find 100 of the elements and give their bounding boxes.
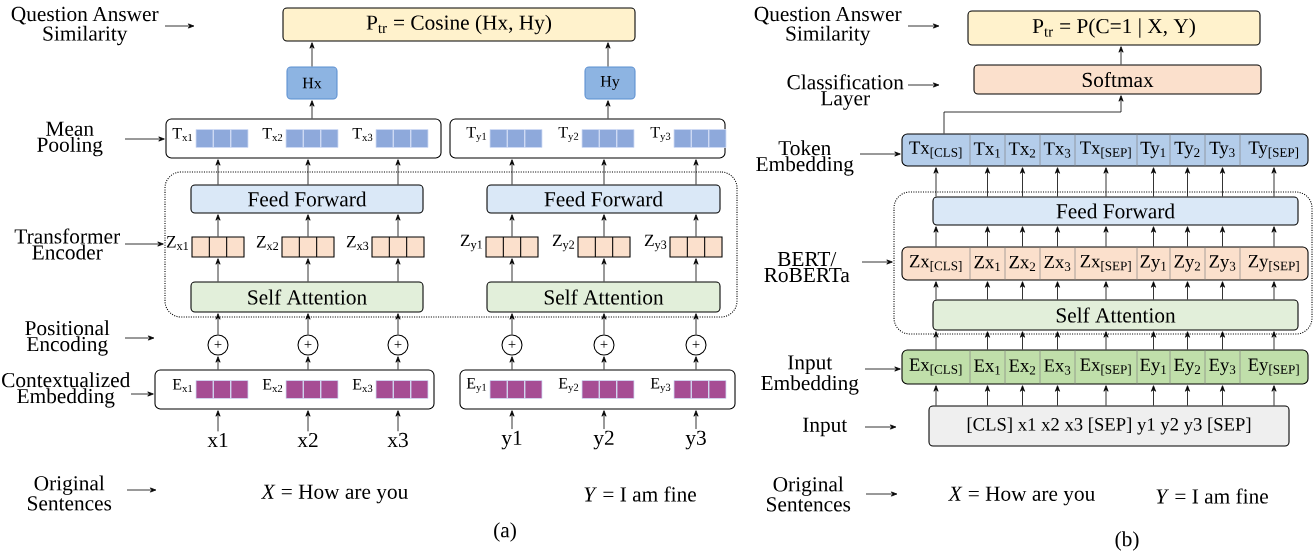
arrow: [309, 42, 315, 67]
vector-box: Z$_{x3}$: [346, 236, 425, 258]
arrow: [305, 214, 311, 237]
row-label: Positional Encoding: [25, 320, 110, 356]
feed-forward-box: Feed Forward: [486, 184, 721, 214]
token-row: Tx$_{[CLS]}$ Tx$_{1}$ Tx$_{2}$ Tx$_{3}$ Tx$_{[SEP]}$ Ty$_{1}$ Ty$_{2}$ Ty$_{3}$ Ty$_{[SEP]}$: [901, 133, 1309, 167]
sentence-text: X = How are you: [261, 484, 408, 504]
arrow: [395, 258, 401, 282]
node-label: Z$_{y1}$: [460, 234, 482, 252]
arrow: [985, 331, 990, 350]
arrow: [1103, 281, 1109, 300]
arrow: [601, 356, 607, 370]
token-row: Zx$_{[CLS]}$ Zx$_{1}$ Zx$_{2}$ Zx$_{3}$ Zx$_{[SEP]}$ Zy$_{1}$ Zy$_{2}$ Zy$_{3}$ Zy$_{[SEP]}$: [901, 246, 1309, 281]
arrow: [305, 258, 311, 282]
arrow: [124, 335, 155, 341]
arrow: [985, 281, 990, 300]
arrow: [1151, 331, 1156, 350]
arrow: [601, 313, 607, 335]
arrow: [933, 167, 939, 197]
arrow: [1055, 281, 1060, 300]
sentence-text: Y = I am fine: [1156, 488, 1268, 504]
arrow: [693, 356, 699, 370]
row-label: Mean Pooling: [37, 121, 103, 157]
row-label: Input: [803, 417, 848, 437]
arrow: [1185, 331, 1190, 350]
row-label: Question Answer Similarity: [11, 6, 159, 46]
vector-box: Z$_{y3}$: [644, 234, 723, 258]
token-row: Ex$_{[CLS]}$ Ex$_{1}$ Ex$_{2}$ Ex$_{3}$ Ex$_{[SEP]}$ Ey$_{1}$ Ey$_{2}$ Ey$_{3}$ Ey$_{[SEP]}$: [901, 349, 1309, 385]
input-box: [CLS] x1 x2 x3 [SEP] y1 y2 y3 [SEP]: [928, 405, 1290, 447]
arrow: [395, 313, 401, 335]
arrow: [509, 313, 515, 335]
panel-caption: (b): [1115, 531, 1139, 551]
arrow: [309, 100, 315, 119]
arrow: [1151, 281, 1156, 300]
vector-group-box: E$_{y1}$ E$_{y2}$ E$_{y3}$: [459, 369, 736, 410]
vector-box: Z$_{x2}$: [256, 236, 335, 258]
arrow: [1271, 331, 1277, 350]
arrow: [1103, 331, 1109, 350]
arrow: [509, 356, 515, 370]
node-label: Z$_{x1}$: [166, 236, 188, 250]
arrow: [943, 95, 1124, 134]
arrow: [1118, 46, 1124, 65]
sentence-text: X = How are you: [948, 486, 1095, 506]
vector-box: Z$_{x1}$: [166, 236, 245, 258]
arrow: [859, 151, 901, 157]
arrow: [215, 356, 221, 370]
self-attention-box: Self Attention: [486, 281, 721, 313]
arrow: [1220, 281, 1225, 300]
arrow: [1220, 226, 1225, 247]
arrow: [693, 258, 699, 282]
arrow: [1185, 167, 1190, 197]
arrow: [985, 385, 990, 406]
arrow: [933, 226, 939, 247]
token-label: x1: [207, 433, 228, 448]
arrow: [1220, 167, 1225, 197]
panel-caption: (a): [494, 522, 516, 542]
sentence-text: Y = I am fine: [584, 486, 696, 502]
arrow: [1271, 385, 1277, 406]
arrow: [601, 410, 607, 430]
arrow: [1055, 385, 1060, 406]
softmax-box: Softmax: [973, 64, 1262, 95]
arrow: [1020, 167, 1025, 197]
arrow: [1185, 281, 1190, 300]
node-label: Z$_{x2}$: [256, 236, 279, 250]
row-label: BERT/ RoBERTa: [764, 251, 850, 283]
arrow: [215, 159, 221, 185]
feed-forward-box: Feed Forward: [190, 184, 424, 214]
arrow: [865, 491, 898, 497]
feed-forward-box: Feed Forward: [932, 196, 1299, 226]
arrow: [933, 385, 939, 406]
arrow: [1103, 385, 1109, 406]
arrow: [1055, 331, 1060, 350]
vector-box: Hx: [286, 66, 338, 100]
vector-group-box: T$_{y1}$ T$_{y2}$ T$_{y3}$: [449, 118, 727, 159]
arrow: [693, 410, 699, 430]
arrow: [1020, 385, 1025, 406]
encoder-outline: [893, 191, 1313, 335]
token-label: y3: [685, 430, 706, 450]
arrow: [861, 259, 893, 265]
arrow: [1055, 167, 1060, 197]
node-label: Z$_{y3}$: [644, 234, 667, 252]
arrow: [305, 410, 311, 432]
arrow: [601, 258, 607, 282]
arrow: [601, 159, 607, 185]
arrow: [395, 410, 401, 432]
arrow: [1151, 167, 1156, 197]
arrow: [1220, 385, 1225, 406]
arrow: [509, 214, 515, 237]
arrow: [1271, 226, 1277, 247]
arrow: [124, 241, 164, 247]
arrow: [864, 424, 897, 430]
arrow: [164, 23, 195, 29]
arrow: [124, 136, 165, 142]
token-label: x3: [387, 432, 408, 448]
arrow: [215, 410, 221, 432]
arrow: [907, 82, 940, 88]
row-label: Original Sentences: [767, 476, 851, 512]
arrow: [215, 258, 221, 282]
node-label: Z$_{x3}$: [346, 236, 369, 251]
arrow: [130, 391, 154, 397]
